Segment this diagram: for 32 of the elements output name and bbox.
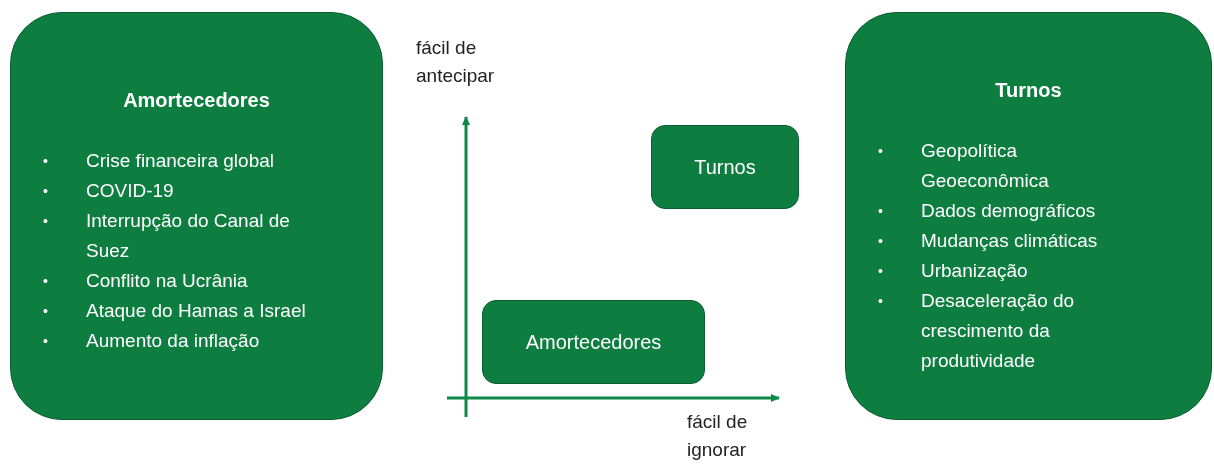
bullet-item: Geopolítica Geoeconômica [921, 139, 1050, 193]
bullet-item: Desaceleração do crescimento da produtividade [921, 289, 1076, 373]
bullet-marker: • [878, 262, 884, 281]
bullet-marker: • [878, 142, 884, 161]
box-heading: Turnos [995, 78, 1062, 103]
bullet-item: Conflito na Ucrânia [86, 269, 249, 293]
bullet-item: COVID-19 [86, 179, 175, 203]
bullet-item: Dados demográficos [921, 199, 1097, 223]
bullet-marker: • [43, 332, 49, 351]
bullet-item: Aumento da inflação [86, 329, 261, 353]
category-panel [10, 12, 383, 420]
box-heading: Amortecedores [123, 88, 270, 113]
box-label: Amortecedores [525, 330, 662, 355]
bullet-marker: • [43, 302, 49, 321]
bullet-item: Ataque do Hamas a Israel [86, 299, 307, 323]
bullet-marker: • [878, 232, 884, 251]
bullet-marker: • [43, 212, 49, 231]
box-label: Turnos [694, 155, 756, 180]
bullet-marker: • [878, 202, 884, 221]
bullet-marker: • [43, 272, 49, 291]
axis-label: fácil de antecipar [416, 36, 496, 88]
bullet-marker: • [43, 182, 49, 201]
quadrant-box [482, 300, 705, 384]
bullet-marker: • [878, 292, 884, 311]
bullet-marker: • [43, 152, 49, 171]
bullet-item: Mudanças climáticas [921, 229, 1099, 253]
quadrant-box [651, 125, 799, 209]
axis-label: fácil de ignorar [687, 410, 749, 462]
bullet-item: Urbanização [921, 259, 1029, 283]
category-panel [845, 12, 1212, 420]
bullet-item: Crise financeira global [86, 149, 275, 173]
bullet-item: Interrupção do Canal de Suez [86, 209, 291, 263]
